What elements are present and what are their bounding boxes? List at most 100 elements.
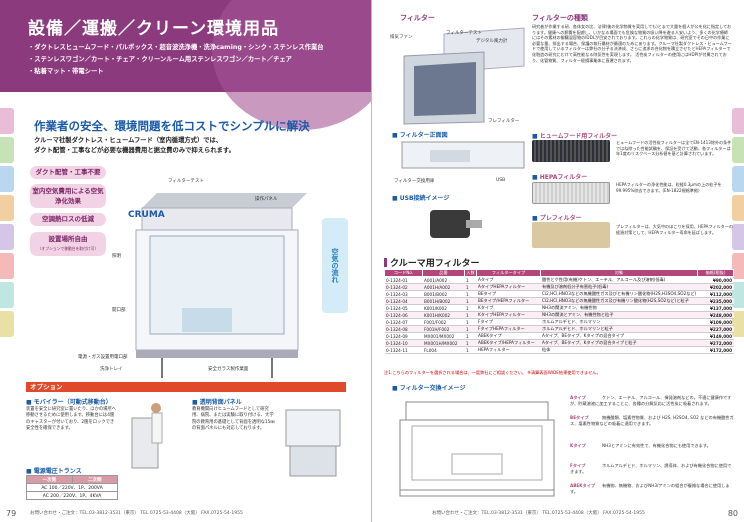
table-cell: ABEKタイプ/HEPAフィルター: [476, 339, 541, 347]
hume-filter-photo: [532, 140, 610, 162]
feature-pill-3: 空調熱ロスの低減: [30, 213, 106, 226]
hume-filter-text: ヒュームフードの活性炭フィルターは全てEN-1413除外の条件ではね除った性能試…: [616, 140, 732, 157]
table-cell: HEPAフィルター: [476, 346, 541, 354]
table-cell: 1: [464, 276, 477, 284]
table-cell: Aタイプ、BEタイプ、Kタイプの混合タイプと粒子: [540, 339, 698, 347]
table-cell: K001/K002: [422, 304, 465, 312]
table-cell: MX001/MX002: [422, 332, 465, 340]
table-cell: NH3の関流とアミン、有機性物と粒子: [540, 311, 698, 319]
subheadline-2: ダクト配管・工事などが必要な機器費用と据立費のみで抑えられます。: [34, 147, 235, 154]
table-cell: 0-1324-02: [384, 283, 423, 291]
table-cell: ¥202,000: [697, 283, 734, 291]
exchange-type-item: Aタイプケトン、エーテル、アルコール、揮発溶剤などの。不適に健康作ですが、貯蔵溶…: [570, 395, 735, 407]
table-cell: 1: [464, 325, 477, 333]
hume-filter-title: ヒュームフード用フィルター: [532, 131, 617, 140]
table-cell: 0-1324-06: [384, 311, 423, 319]
table-cell: 酸性とケ性用(有機)ケトン、エーテル、アルコール及び溶剤(低毒): [540, 276, 698, 284]
table-cell: ¥172,000: [697, 346, 734, 354]
transformer-table: 一次側二次側 AC 100／220V、1P、200VA AC 200／220V、…: [26, 475, 118, 500]
exchange-type-name: Kタイプ: [570, 443, 586, 448]
exchange-type-desc: ホルムアルデヒド、ホルマリン、誘導体、および有機化合物に使用できます。: [570, 463, 732, 474]
filter-table: コードNo. 品番 入数 フィルタータイプ 対象 価格(税抜) 0-1324-0…: [384, 269, 734, 354]
filter-kind-text: 研究者が作業する研、各体女の比、法律(後の化学物質を実用しても)とまで大量を個人…: [532, 24, 732, 63]
table-cell: 0-1324-04: [384, 297, 423, 305]
feature-pill-1: ダクト配管・工事不要: [30, 166, 106, 179]
table-cell: AタイプHEPAフィルター: [476, 283, 541, 291]
filter-front-caption: フィルター交換用扉: [394, 179, 435, 184]
subtitle-line-2: ・ステンレスワゴン／カート・チェア・クリーンルーム用ステンレスワゴン／カート／チ…: [28, 56, 292, 63]
table-cell: Cl2,HCl,HNO3などの無機酸性ガス及びと有機リン酸化物(H2S,H3SO…: [540, 290, 698, 298]
exchange-label: フィルター交換イメージ: [392, 383, 466, 392]
table-cell: 0-1324-09: [384, 332, 423, 340]
col-type: フィルタータイプ: [476, 269, 541, 277]
subtitle-line-3: ・粘着マット・帯電シート: [28, 68, 104, 75]
page-title: 設備／運搬／クリーン環境用品: [28, 19, 280, 39]
table-cell: ¥235,000: [697, 297, 734, 305]
exchange-type-item: BEタイプ無機酸類、塩素性物質、および H2S, H2SO4, SO2 などの有…: [570, 415, 735, 427]
feature-pill-2: 室内空気費用による空気浄化効果: [30, 184, 106, 208]
usb-caption: USB: [496, 178, 506, 183]
table-cell: Fタイプ: [476, 318, 541, 326]
exchange-type-desc: ケトン、エーテル、アルコール、揮発溶剤などの。不適に健康作ですが、貯蔵溶液に加工…: [570, 395, 732, 406]
exchange-type-item: Fタイプホルムアルデヒド、ホルマリン、誘導体、および有機化合物に使用できます。: [570, 463, 735, 475]
table-cell: F001/F002: [422, 318, 465, 326]
brand-logo: CRUMA: [128, 210, 165, 220]
rear-panel-title: 透明背面パネル: [192, 397, 242, 406]
table-cell: 1: [464, 283, 477, 291]
table-cell: KタイプHEPAフィルター: [476, 311, 541, 319]
col-qty: 入数: [464, 269, 477, 277]
subtitle-line-1: ・ダクトレスヒュームフード・パルボックス・超音波洗浄機・洗浄caming・シンク…: [28, 44, 324, 51]
table-cell: 1: [464, 346, 477, 354]
right-page: フィルター フィルターの種類 排気ファン フィルターテスト デジタル風力計 フレ…: [372, 0, 744, 522]
diagram-label-prefilter: フレフィルター: [488, 119, 520, 124]
diagram-label-fan: 排気ファン: [390, 35, 413, 40]
trans-header-2: 二次側: [71, 475, 118, 484]
table-cell: Cl2,HCl,HNO3などの無機酸性ガス及び有機リン酸化物(H2S,SO2など…: [540, 297, 698, 305]
filter-front-diagram: [401, 141, 525, 169]
table-cell: B001/B002: [422, 290, 465, 298]
table-cell: ABEKタイプ: [476, 332, 541, 340]
hepa-text: HEPAフィルターの浄化性能は、粒経0.3μmの上の粒子を99.995%除去でき…: [616, 182, 722, 193]
filter-front-label: フィルター正面図: [392, 130, 448, 139]
filter-label: フィルター: [400, 14, 435, 22]
table-cell: FL004: [422, 346, 465, 354]
left-page: 設備／運搬／クリーン環境用品 ・ダクトレスヒュームフード・パルボックス・超音波洗…: [0, 0, 372, 522]
trans-header-1: 一次側: [26, 475, 73, 484]
callout-light: 照明: [112, 254, 121, 259]
rear-panel-text: 教育機関向けヒュームフードとして研究用、病院、または実験に取り付ける、大学院の教…: [192, 407, 275, 431]
callout-opening: 開口部: [112, 308, 126, 313]
table-cell: 粒体: [540, 346, 698, 354]
table-cell: 0-1324-03: [384, 290, 423, 298]
table-cell: A001/A002: [422, 276, 465, 284]
side-index-tabs: [0, 108, 14, 340]
mobile-cart-title: モバイラー（可動式移動台）: [26, 397, 112, 406]
table-cell: Aタイプ、BEタイプ、Kタイプの混合タイプ: [540, 332, 698, 340]
exchange-type-desc: NH3とアミンに有効性で、有機化合物にも使用できます。: [602, 443, 711, 448]
callout-glass-surface: 安全ガラス製作業面: [208, 367, 249, 372]
table-cell: ¥109,000: [697, 318, 734, 326]
table-cell: B001H/B002: [422, 297, 465, 305]
exchange-illustration: [399, 401, 555, 497]
table-cell: 0-1324-05: [384, 304, 423, 312]
table-cell: 0-1324-11: [384, 346, 423, 354]
usb-label: USB接続イメージ: [392, 193, 450, 202]
diagram-label-meter: デジタル風力計: [476, 39, 508, 44]
table-cell: NH3の関流アミン、有機性物: [540, 304, 698, 312]
table-cell: 0-1324-07: [384, 318, 423, 326]
table-cell: 1: [464, 297, 477, 305]
feature-pill-4: 設置場所自由（オプションで移動台を取付け可）: [30, 232, 106, 256]
table-cell: A001H/A002: [422, 283, 465, 291]
prefilter-text: プレフィルターは、大気中のほこりを採用、HEPAフィルターの経過対策として、HE…: [616, 224, 733, 235]
right-index-tabs: [732, 108, 744, 340]
feature-pill-2-label: 室内空気費用による空気浄化効果: [32, 187, 104, 205]
callout-filter-test: フィルターテスト: [168, 179, 204, 184]
